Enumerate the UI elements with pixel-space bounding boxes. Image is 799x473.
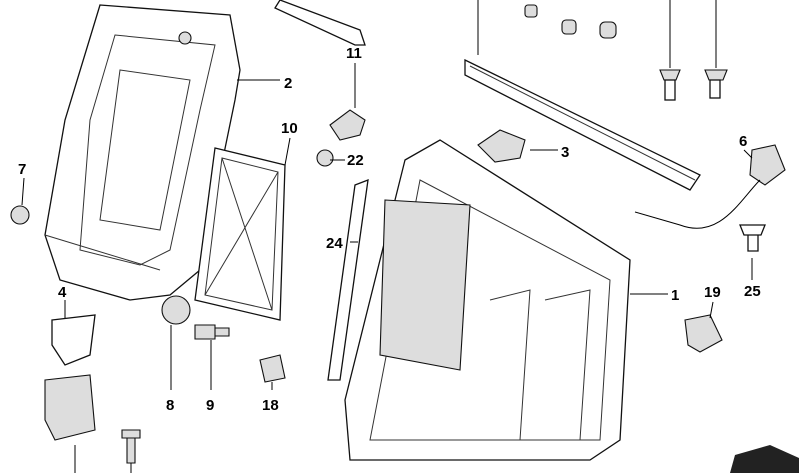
callout-25: 25 bbox=[744, 283, 761, 300]
part-11-bracket[interactable] bbox=[329, 109, 366, 141]
part-22-clip[interactable] bbox=[316, 149, 334, 167]
callout-4: 4 bbox=[58, 284, 67, 301]
callout-24: 24 bbox=[326, 235, 343, 252]
rail-fragment-top bbox=[274, 0, 366, 46]
part-10-frame[interactable] bbox=[194, 147, 286, 321]
part-6-cable[interactable] bbox=[634, 144, 786, 229]
part-7-cap[interactable] bbox=[10, 205, 30, 225]
logo-badge bbox=[730, 445, 799, 473]
callout-2: 2 bbox=[284, 75, 293, 92]
part-1-main-frame[interactable] bbox=[344, 139, 631, 461]
part-3-cover[interactable] bbox=[477, 129, 526, 163]
part-4-bracket[interactable] bbox=[51, 314, 96, 366]
callout-6: 6 bbox=[739, 133, 748, 150]
part-19-clip[interactable] bbox=[684, 314, 723, 353]
callout-3: 3 bbox=[561, 144, 570, 161]
part-8-grommet[interactable] bbox=[161, 295, 191, 325]
callout-19: 19 bbox=[704, 284, 721, 301]
callout-1: 1 bbox=[671, 287, 680, 304]
callout-22: 22 bbox=[347, 152, 364, 169]
part-9-bolt[interactable] bbox=[194, 324, 230, 340]
hinge[interactable] bbox=[44, 374, 96, 441]
screws-top bbox=[477, 0, 728, 101]
leader-lines bbox=[21, 63, 753, 473]
part-2-backrest-frame[interactable] bbox=[44, 4, 241, 301]
callout-10: 10 bbox=[281, 120, 298, 137]
long-rail[interactable] bbox=[464, 58, 701, 191]
callout-8: 8 bbox=[166, 397, 175, 414]
callout-9: 9 bbox=[206, 397, 215, 414]
callout-11: 11 bbox=[346, 45, 362, 62]
callout-18: 18 bbox=[262, 397, 279, 414]
part-24-strip[interactable] bbox=[327, 178, 369, 381]
callout-7: 7 bbox=[18, 161, 27, 178]
part-25-clip[interactable] bbox=[739, 224, 766, 252]
bolt bbox=[121, 429, 141, 464]
part-18-clip[interactable] bbox=[259, 354, 286, 383]
